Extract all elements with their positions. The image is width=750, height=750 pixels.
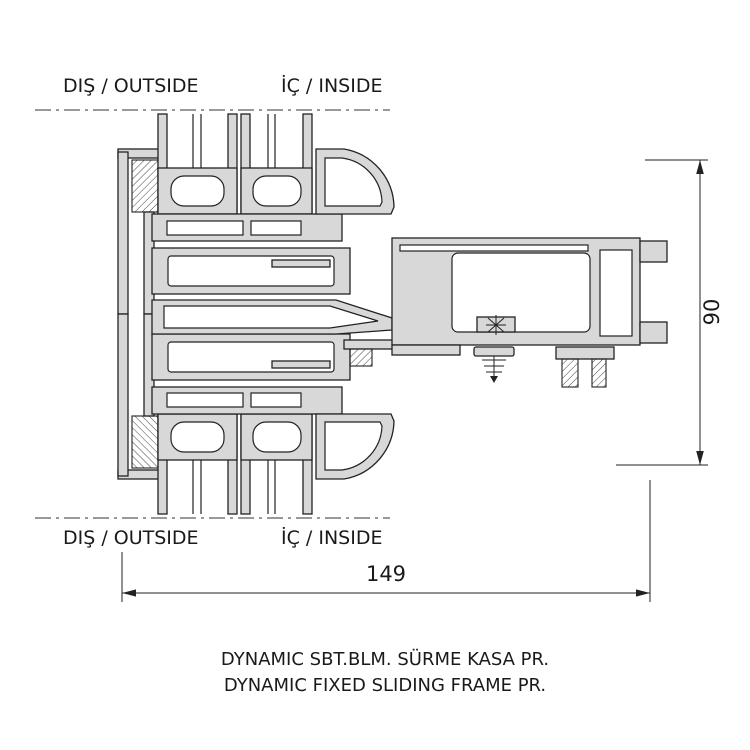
profile-chamber — [451, 252, 591, 333]
orientation-labels: DIŞ / OUTSIDE İÇ / INSIDE DIŞ / OUTSIDE … — [63, 74, 382, 549]
caption: DYNAMIC SBT.BLM. SÜRME KASA PR. DYNAMIC … — [221, 648, 549, 696]
dim-width-value: 149 — [366, 562, 406, 586]
dimension-height: 90 — [616, 159, 724, 466]
gasket-hatch — [349, 348, 373, 367]
label-inside-bottom: İÇ / INSIDE — [281, 526, 382, 549]
gasket-hatch — [561, 358, 579, 388]
gasket-hatch — [591, 358, 607, 388]
centerlines — [35, 109, 390, 519]
caption-line1: DYNAMIC SBT.BLM. SÜRME KASA PR. — [221, 648, 549, 670]
profile-chamber — [252, 175, 302, 207]
dimension-width: 149 — [121, 480, 651, 602]
gasket-hatch — [131, 159, 159, 213]
interlock-profile — [151, 299, 397, 367]
screw-icon — [473, 346, 515, 383]
caption-line2: DYNAMIC FIXED SLIDING FRAME PR. — [224, 675, 546, 696]
label-inside-top: İÇ / INSIDE — [281, 74, 382, 97]
fixed-frame-extension — [391, 237, 668, 388]
profile-chamber — [170, 175, 225, 207]
dim-height-value: 90 — [700, 299, 724, 326]
label-outside-bottom: DIŞ / OUTSIDE — [63, 527, 199, 549]
label-outside-top: DIŞ / OUTSIDE — [63, 75, 199, 97]
frame-profile-half — [117, 113, 395, 315]
screw-icon — [486, 315, 506, 335]
